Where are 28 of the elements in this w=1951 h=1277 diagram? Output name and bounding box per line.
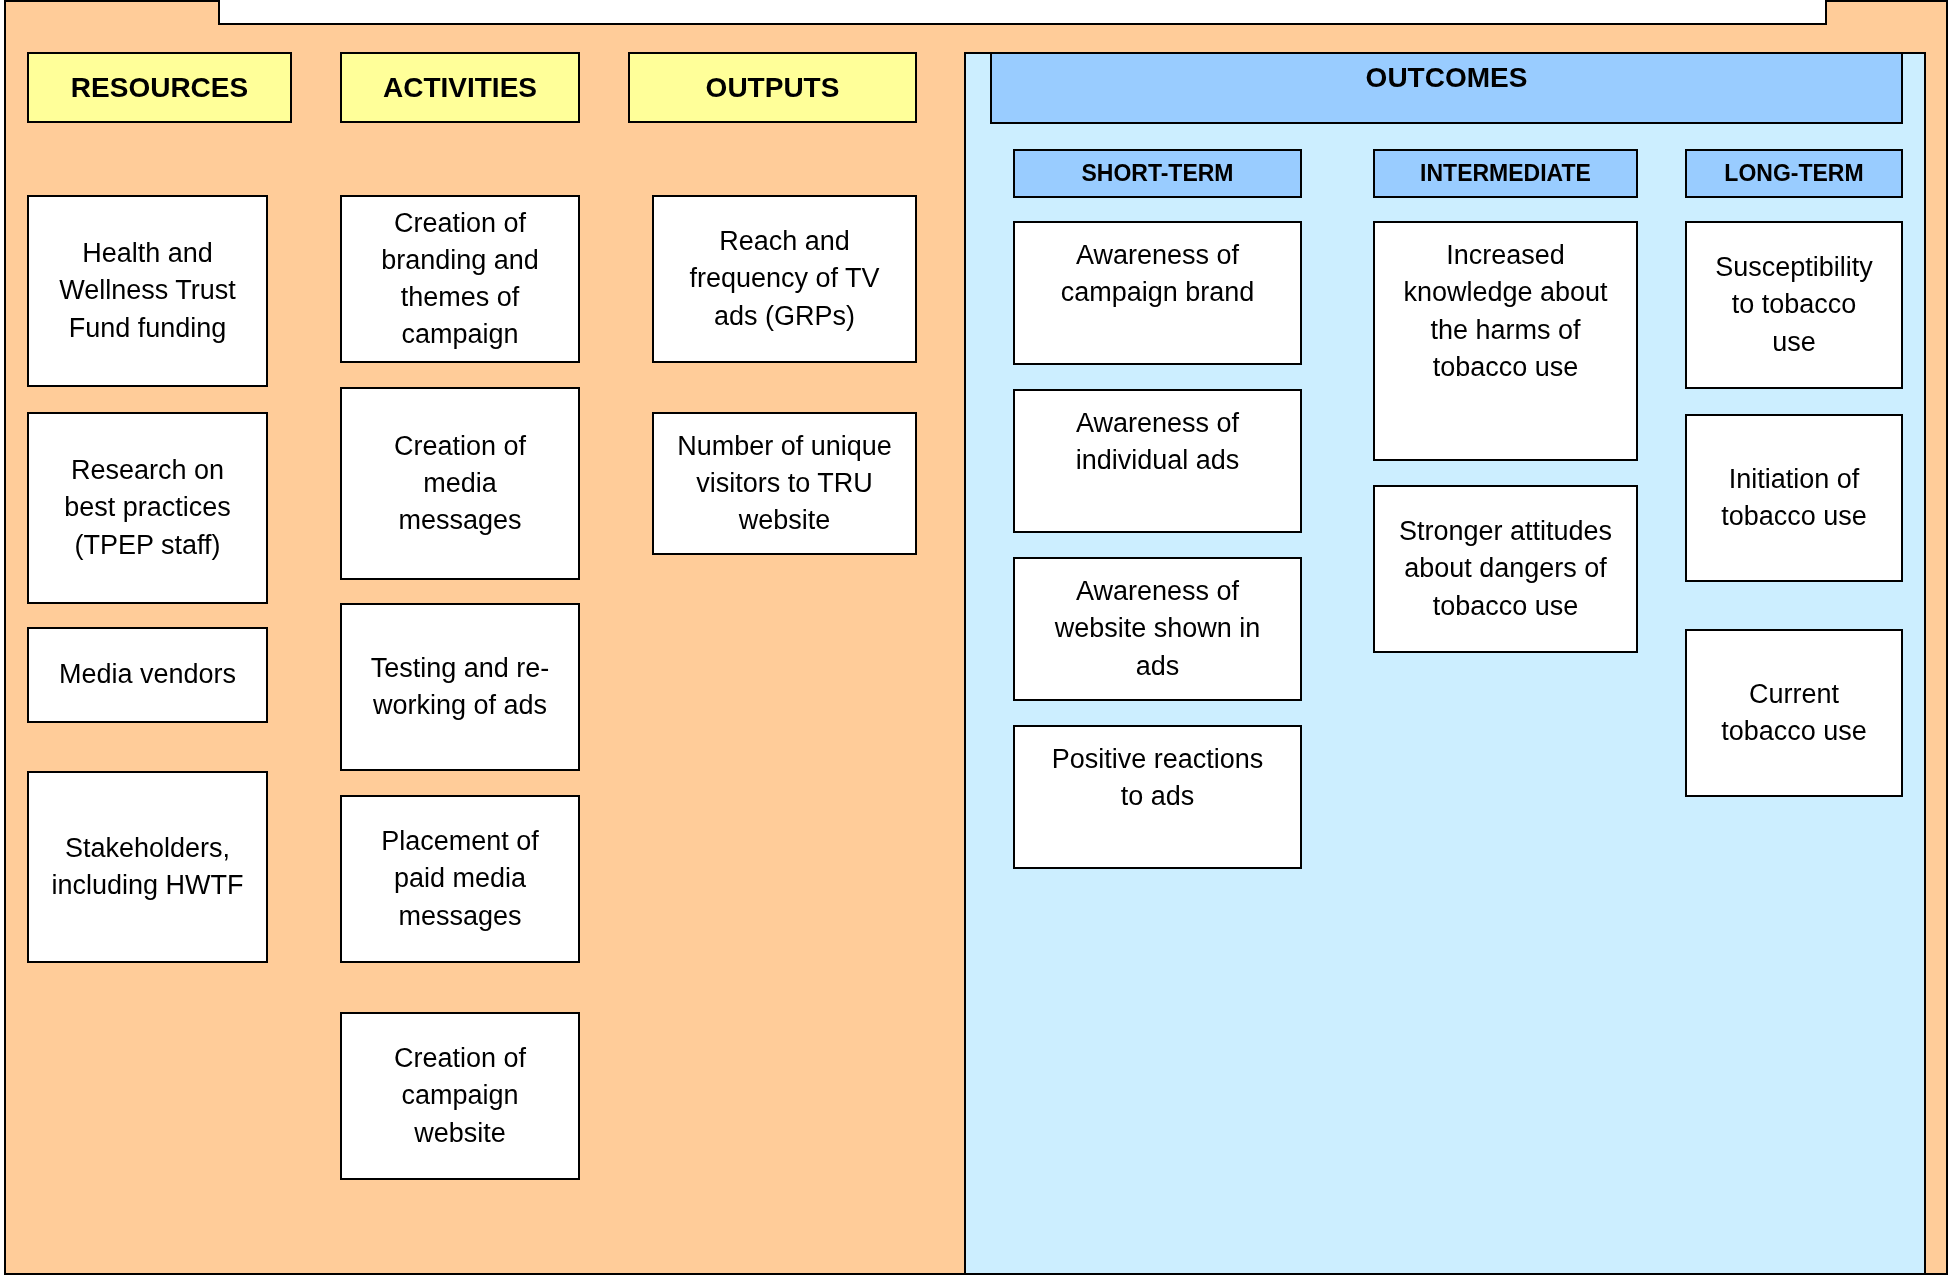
text-box: Susceptibility to tobacco use [1685,221,1903,389]
outcomes-panel [964,52,1926,1275]
text-box: Current tobacco use [1685,629,1903,797]
subheading: SHORT-TERM [1013,149,1302,198]
text-box: Awareness of individual ads [1013,389,1302,533]
text-box: Positive reactions to ads [1013,725,1302,869]
column-heading: OUTPUTS [628,52,917,123]
column-heading: RESOURCES [27,52,292,123]
column-heading: ACTIVITIES [340,52,580,123]
subheading: LONG-TERM [1685,149,1903,198]
text-box: Awareness of website shown in ads [1013,557,1302,701]
text-box: Reach and frequency of TV ads (GRPs) [652,195,917,363]
text-box: Health and Wellness Trust Fund funding [27,195,268,387]
text-box: Number of unique visitors to TRU website [652,412,917,555]
text-box: Research on best practices (TPEP staff) [27,412,268,604]
text-box: Placement of paid media messages [340,795,580,963]
text-box: Creation of campaign website [340,1012,580,1180]
text-box: Awareness of campaign brand [1013,221,1302,365]
text-box: Creation of branding and themes of campaign [340,195,580,363]
text-box: Media vendors [27,627,268,723]
text-box: Creation of media messages [340,387,580,580]
text-box: Testing and re-working of ads [340,603,580,771]
text-box: Stakeholders, including HWTF [27,771,268,963]
text-box: Stronger attitudes about dangers of tobacco use [1373,485,1638,653]
subheading: INTERMEDIATE [1373,149,1638,198]
text-box: Initiation of tobacco use [1685,414,1903,582]
heading-banner: OUTCOMES [990,52,1903,124]
text-box: Increased knowledge about the harms of tobacco use [1373,221,1638,461]
